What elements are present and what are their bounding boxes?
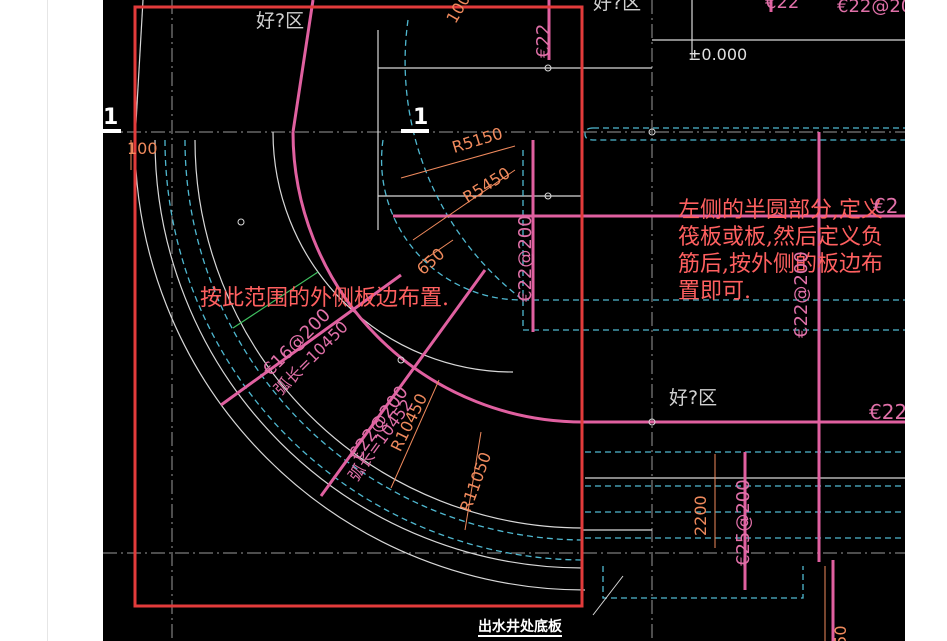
grip-2 <box>544 192 552 200</box>
dimension-100: 100 <box>127 139 158 158</box>
grip-4 <box>648 128 656 136</box>
explanation-line-1: 左侧的半圆部分,定义 <box>678 198 883 223</box>
rebar-top-edge <box>291 0 315 133</box>
explanation-line-2: 筏板或板,然后定义负 <box>678 225 883 250</box>
outer-arc-2 <box>154 139 584 569</box>
cad-drawing[interactable]: 1 1 好?区 好?区 好?区 ±0.000 按此范围的外侧板边布置. 左侧的半… <box>103 0 905 641</box>
green-leader <box>232 271 319 329</box>
rebar-lines <box>220 0 905 641</box>
grip-1 <box>544 64 552 72</box>
leader-650 <box>420 239 454 263</box>
section-bar-left <box>103 129 121 133</box>
rebar-label-c22-top-left: €22 <box>765 0 800 13</box>
rebar-label-c22-right: €22 <box>869 400 905 424</box>
leader-r5450 <box>412 169 516 241</box>
explanation-line-3: 筋后,按外侧的板边布 <box>678 252 883 277</box>
rebar-label-c25: €25@200 <box>733 479 754 566</box>
section-mark-right: 1 <box>413 105 429 130</box>
bottom-caption: 出水井处底板 <box>478 619 562 637</box>
range-note: 按此范围的外侧板边布置. <box>200 286 449 311</box>
axis-lines <box>103 0 905 641</box>
rebar-radial-1 <box>220 273 402 407</box>
outer-arc-1 <box>134 139 586 591</box>
grip-3 <box>648 418 656 426</box>
section-mark-left: 1 <box>103 105 119 130</box>
explanation-line-4: 置即可. <box>678 279 751 304</box>
dashed-arc-3 <box>404 19 524 301</box>
section-bar-right <box>401 129 429 133</box>
dashed-arc-1 <box>164 139 586 561</box>
zone-label-top-right: 好?区 <box>593 0 642 14</box>
dashed-top-band <box>584 127 905 141</box>
rebar-label-c22-b: €22@200 <box>515 215 536 302</box>
leader-r5150 <box>400 145 516 179</box>
grip-6 <box>237 218 245 226</box>
zone-label-middle: 好?区 <box>669 387 718 409</box>
grip-5 <box>397 356 405 364</box>
rebar-label-c22-d: €22@20 <box>837 0 905 17</box>
caption-leader <box>592 575 624 616</box>
rebar-label-c2-right-mid: €2 <box>873 194 899 218</box>
zone-label-top: 好?区 <box>256 10 305 32</box>
drawing-canvas <box>103 0 905 641</box>
page-margin-guide <box>47 0 48 641</box>
rebar-radial-2 <box>319 269 487 497</box>
leader-r10450 <box>390 379 440 489</box>
slab-outline-arcs <box>134 0 905 591</box>
inner-arc-outline <box>272 131 514 373</box>
leader-r11050 <box>464 431 482 531</box>
selection-frame[interactable] <box>133 5 584 608</box>
dashed-arc-4 <box>380 139 524 301</box>
dimension-2200: 2200 <box>691 495 710 536</box>
dashed-arc-2 <box>184 139 586 541</box>
outer-arc-3 <box>194 139 584 529</box>
rebar-label-c22-c: €22@200 <box>791 251 812 338</box>
dimension-leaders <box>130 140 826 641</box>
dashed-pit-outline <box>602 566 804 599</box>
rebar-arc-main <box>291 131 584 424</box>
rebar-label-c22-top: €22 <box>533 23 554 58</box>
explanation-note: 左侧的半圆部分,定义 筏板或板,然后定义负 筋后,按外侧的板边布 置即可. <box>678 197 883 305</box>
elevation-label: ±0.000 <box>688 45 748 64</box>
dimension-250: 250 <box>831 625 850 641</box>
grip-markers <box>237 64 656 426</box>
